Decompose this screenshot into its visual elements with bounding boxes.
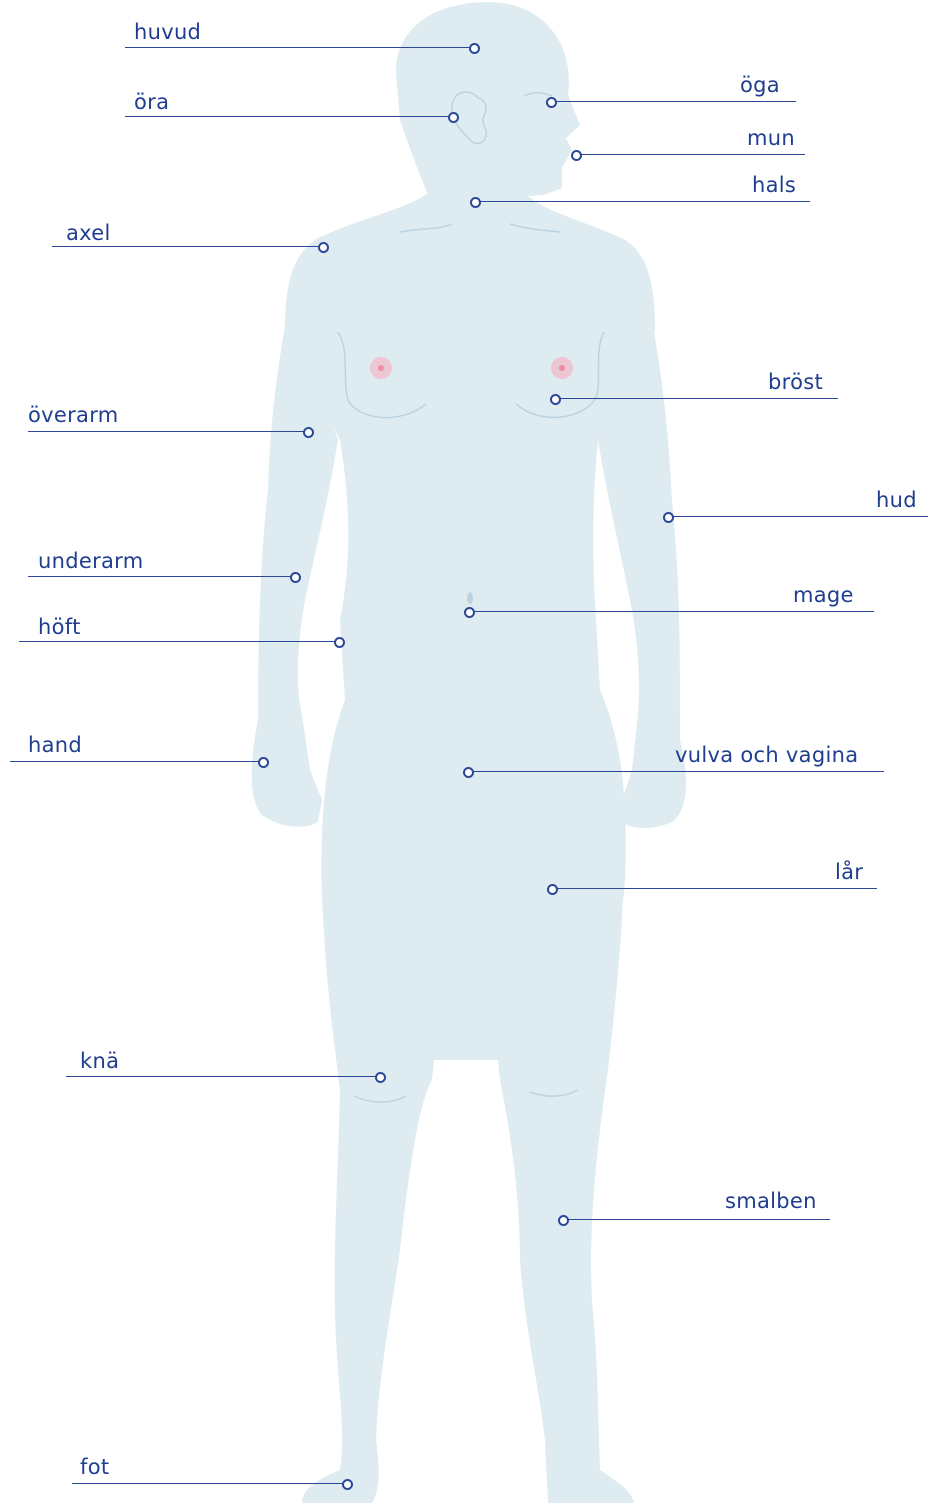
left-leg-shape — [302, 790, 465, 1503]
marker-oga — [546, 97, 557, 108]
marker-hals — [470, 197, 481, 208]
label-huvud: huvud — [134, 22, 201, 43]
label-smalben: smalben — [725, 1191, 817, 1212]
leader-line-fot — [72, 1483, 344, 1484]
marker-hud — [663, 512, 674, 523]
leader-line-axel — [52, 246, 318, 247]
leader-line-overarm — [28, 431, 304, 432]
marker-kna — [375, 1072, 386, 1083]
right-leg-shape — [470, 800, 634, 1503]
leader-line-oga — [556, 101, 796, 102]
navel — [467, 592, 473, 604]
label-fot: fot — [80, 1457, 109, 1478]
marker-vulva — [463, 767, 474, 778]
marker-huvud — [469, 43, 480, 54]
label-hand: hand — [28, 735, 82, 756]
label-kna: knä — [80, 1051, 119, 1072]
leader-line-brost — [560, 398, 838, 399]
nipple-right-center — [559, 365, 565, 371]
label-ora: öra — [134, 92, 169, 113]
leader-line-vulva — [473, 771, 884, 772]
leader-line-smalben — [568, 1219, 830, 1220]
marker-hoft — [334, 637, 345, 648]
label-lar: lår — [835, 862, 863, 883]
marker-mage — [464, 607, 475, 618]
label-underarm: underarm — [38, 551, 144, 572]
leader-line-underarm — [28, 576, 292, 577]
marker-axel — [318, 242, 329, 253]
marker-brost — [550, 394, 561, 405]
label-hals: hals — [752, 175, 796, 196]
leader-line-hand — [10, 761, 260, 762]
label-brost: bröst — [768, 372, 823, 393]
label-axel: axel — [66, 223, 111, 244]
label-vulva: vulva och vagina — [675, 745, 858, 766]
marker-lar — [547, 884, 558, 895]
label-oga: öga — [740, 75, 780, 96]
marker-mun — [571, 150, 582, 161]
label-mage: mage — [793, 585, 854, 606]
leader-line-huvud — [125, 47, 469, 48]
marker-overarm — [303, 427, 314, 438]
leader-line-mun — [581, 154, 805, 155]
label-mun: mun — [747, 128, 795, 149]
marker-underarm — [290, 572, 301, 583]
marker-ora — [448, 112, 459, 123]
label-hoft: höft — [38, 617, 81, 638]
leader-line-lar — [557, 888, 877, 889]
leader-line-hoft — [19, 641, 335, 642]
leader-line-kna — [66, 1076, 376, 1077]
leader-line-hals — [480, 201, 810, 202]
label-hud: hud — [876, 490, 917, 511]
marker-smalben — [558, 1215, 569, 1226]
marker-hand — [258, 757, 269, 768]
label-overarm: överarm — [28, 405, 119, 426]
leader-line-mage — [474, 611, 874, 612]
marker-fot — [342, 1479, 353, 1490]
leader-line-hud — [673, 516, 928, 517]
leader-line-ora — [125, 116, 449, 117]
nipple-left-center — [378, 365, 384, 371]
